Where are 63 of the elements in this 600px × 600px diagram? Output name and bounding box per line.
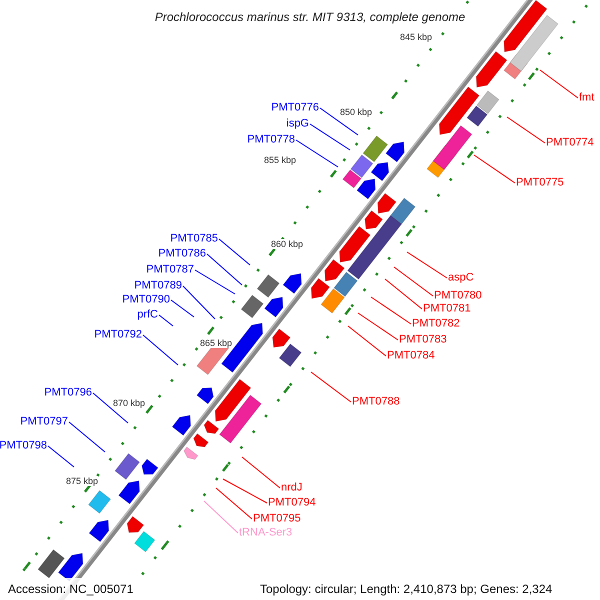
gene-label: PMT0775: [515, 176, 565, 190]
gene-label: PMT0780: [433, 290, 483, 302]
footer-text: Topology: circular; Length: 2,410,873 bp; Genes: 2,324: [260, 582, 552, 596]
position-label: 875 kbp: [66, 476, 98, 486]
gene-label: fmt: [578, 92, 596, 104]
position-label: 845 kbp: [400, 32, 432, 42]
gene-label: PMT0784: [386, 350, 436, 362]
leader-line: [310, 372, 352, 402]
leader-line: [204, 500, 238, 534]
leader-line: [394, 266, 434, 296]
position-label: 870 kbp: [112, 398, 146, 408]
leader-line: [68, 422, 106, 452]
leader-line: [406, 252, 448, 278]
gene-label: PMT0797: [19, 416, 69, 428]
gene-label: PMT0776: [270, 102, 320, 114]
leader-line: [218, 238, 250, 266]
leader-line: [222, 478, 268, 504]
gene-label: PMT0781: [422, 302, 472, 316]
position-label: 860 kbp: [270, 239, 304, 249]
leader-line: [296, 140, 338, 168]
leader-line: [506, 116, 546, 144]
position-label: 855 kbp: [264, 155, 296, 165]
gene-label: PMT0798: [0, 440, 48, 452]
gene-label: PMT0790: [121, 294, 171, 306]
leader-line: [370, 296, 412, 324]
leader-line: [158, 314, 174, 326]
gene-label: PMT0787: [145, 264, 195, 276]
gene-label: PMT0788: [351, 396, 401, 408]
leader-line: [182, 286, 216, 320]
leader-line: [142, 334, 178, 366]
gene-label: PMT0783: [398, 334, 448, 346]
gene-label: PMT0795: [252, 512, 302, 526]
leader-line: [384, 278, 422, 310]
leader-line: [242, 456, 280, 488]
position-label: 865 kbp: [200, 338, 232, 348]
gene-label: PMT0789: [133, 280, 183, 292]
gene-label: ispG: [285, 118, 310, 130]
leader-line: [474, 154, 516, 184]
gene-label: tRNA-Ser3: [238, 526, 294, 540]
leader-line: [194, 270, 236, 294]
leader-line: [358, 312, 398, 340]
gene-label: PMT0782: [411, 318, 461, 330]
gene-label: PMT0794: [267, 496, 317, 510]
leader-line: [310, 124, 350, 150]
footer-text: Accession: NC_005071: [8, 582, 134, 596]
leader-line: [216, 488, 252, 520]
leader-line: [320, 108, 358, 136]
gene-label: nrdJ: [280, 482, 304, 494]
leader-line: [170, 300, 194, 318]
gene-label: PMT0796: [43, 386, 93, 400]
gene-label: PMT0792: [93, 328, 143, 342]
position-label: 850 kbp: [340, 107, 372, 117]
leader-line: [206, 254, 242, 286]
gene-label: PMT0778: [246, 134, 296, 146]
gene-label: PMT0774: [545, 136, 595, 150]
leader-line: [540, 70, 578, 98]
gene-label: PMT0785: [169, 232, 219, 246]
leader-line: [48, 446, 74, 468]
gene-label: prfC: [136, 308, 159, 322]
leader-line: [92, 392, 128, 424]
gene-label: PMT0786: [157, 248, 207, 260]
leader-line: [348, 326, 386, 356]
gene-label: aspC: [447, 272, 475, 284]
